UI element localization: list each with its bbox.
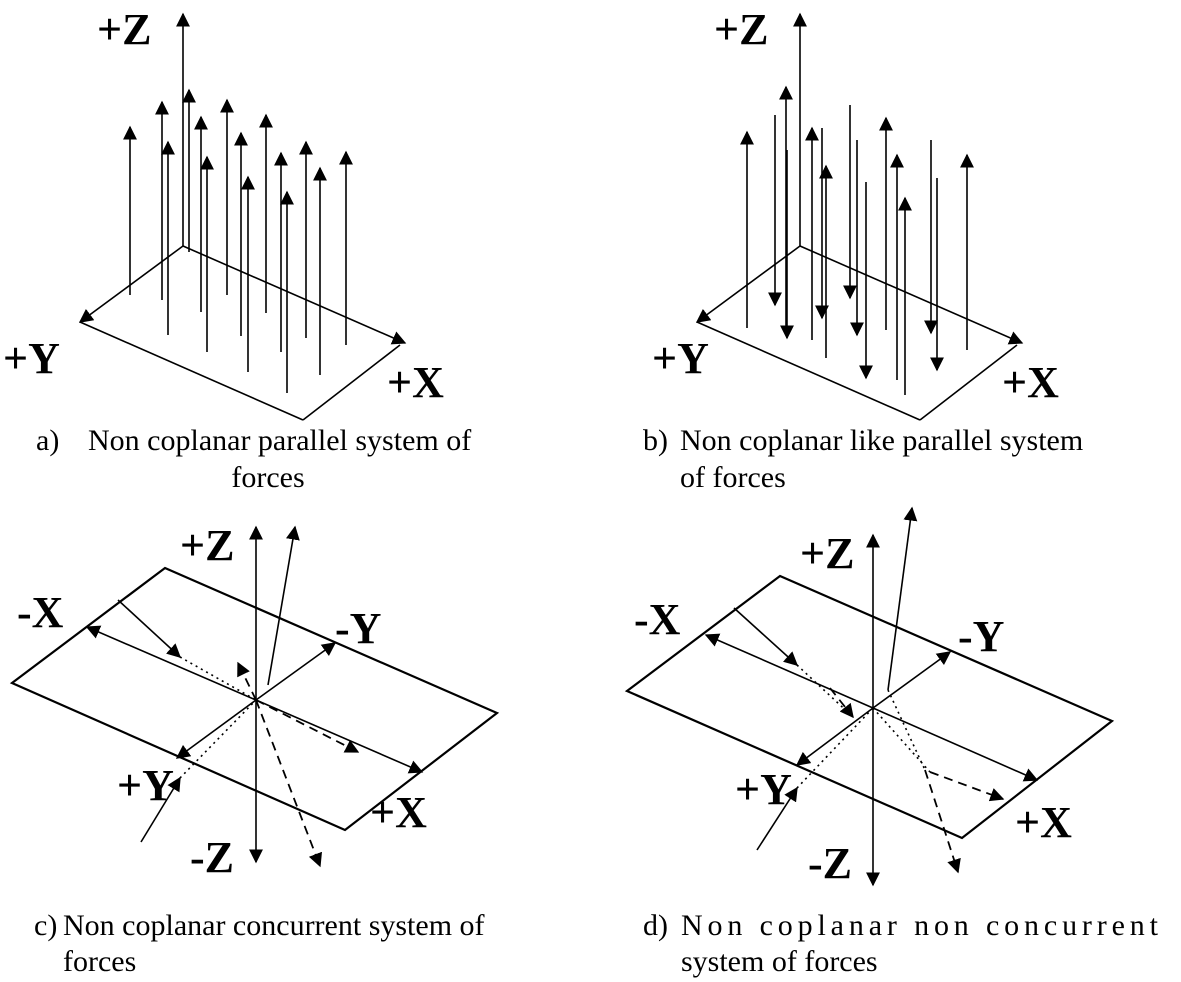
- panel-a-forces: [123, 88, 353, 393]
- axis-label-x: +X: [1002, 358, 1059, 407]
- panel-c-caption-line-2: forces: [63, 945, 136, 978]
- axis-label-x-neg: -X: [634, 595, 681, 644]
- plane-edge: [696, 321, 921, 421]
- x-axis-arrow: [799, 245, 1024, 345]
- force-line-of-action: [179, 656, 257, 701]
- force-arrow-dashed: [255, 699, 322, 868]
- panel-b: +Z +Y +X b) Non coplanar like parallel s…: [643, 5, 1083, 494]
- axis-label-z-neg: -Z: [808, 839, 852, 888]
- force-line-of-action: [872, 707, 931, 773]
- panel-b-caption-line-2: of forces: [680, 461, 786, 494]
- axis-label-y-pos: +Y: [735, 765, 792, 814]
- panel-a-caption-line-2: forces: [231, 461, 304, 494]
- x-axis-neg-arrow: [704, 633, 874, 709]
- plane-edge: [302, 344, 401, 421]
- caption-marker: d): [643, 909, 668, 942]
- axis-label-z-pos: +Z: [800, 529, 854, 578]
- plane-edge: [79, 321, 304, 421]
- panel-b-plane: [695, 12, 1024, 421]
- force-line-of-action: [796, 664, 854, 718]
- caption-line-1: Non coplanar non concurrent: [681, 909, 1159, 942]
- force-arrow-dashed: [929, 771, 1005, 802]
- panel-b-forces: [740, 85, 974, 395]
- panel-a-plane: [78, 12, 407, 421]
- force-line-of-action: [796, 707, 874, 789]
- panel-c-caption: c) Non coplanar concurrent system of: [34, 909, 485, 942]
- axis-label-y-neg: -Y: [958, 612, 1004, 661]
- y-axis-neg-arrow: [255, 642, 337, 701]
- force-arrow: [267, 525, 300, 686]
- panel-c-plane: [9, 566, 500, 832]
- caption-line-1: Non coplanar parallel system of: [88, 424, 471, 457]
- x-axis-pos-arrow: [255, 699, 424, 774]
- axis-label-x-pos: +X: [1015, 798, 1072, 847]
- caption-line-1: Non coplanar like parallel system: [680, 424, 1083, 457]
- force-arrow-dashed: [924, 769, 961, 874]
- panel-a-caption: a) Non coplanar parallel system of: [36, 424, 471, 457]
- force-line-of-action: [179, 699, 257, 779]
- caption-marker: b): [643, 424, 668, 457]
- axis-label-y-pos: +Y: [117, 761, 174, 810]
- plane-edge: [919, 344, 1018, 421]
- axis-label-y: +Y: [3, 334, 60, 383]
- y-axis-pos-arrow: [175, 699, 257, 759]
- force-arrow-dashed: [829, 687, 854, 719]
- force-arrow: [733, 607, 799, 666]
- force-arrow: [756, 786, 798, 851]
- x-axis-pos-arrow: [872, 707, 1039, 782]
- panel-d-forces: [733, 506, 1005, 874]
- panel-c: +Z -Z -X +X -Y +Y c) Non coplanar concur…: [9, 521, 500, 978]
- axis-label-z-neg: -Z: [190, 833, 234, 882]
- force-arrow: [887, 506, 918, 691]
- panel-d-plane: [624, 574, 1115, 840]
- x-axis-neg-arrow: [85, 625, 257, 701]
- axis-label-x: +X: [387, 358, 444, 407]
- caption-marker: c): [34, 909, 57, 942]
- axis-label-z: +Z: [714, 5, 768, 54]
- y-axis-neg-arrow: [872, 651, 952, 709]
- axis-label-x-neg: -X: [17, 588, 64, 637]
- axis-label-y-neg: -Y: [335, 604, 381, 653]
- panel-a: +Z +Y +X a) Non coplanar parallel system…: [3, 5, 471, 494]
- panel-c-axes: [85, 525, 424, 864]
- y-axis-arrow: [78, 245, 184, 323]
- force-line-of-action: [887, 689, 926, 771]
- force-arrow: [140, 776, 181, 843]
- force-arrow-dashed: [237, 661, 257, 701]
- panel-d: +Z -Z -X +X -Y +Y d) Non coplanar non co…: [624, 506, 1159, 978]
- axis-label-y: +Y: [652, 334, 709, 383]
- panel-b-caption: b) Non coplanar like parallel system: [643, 424, 1083, 457]
- x-axis-arrow: [182, 245, 407, 345]
- caption-marker: a): [36, 424, 59, 457]
- axis-label-z-pos: +Z: [180, 521, 234, 570]
- panel-d-caption: d) Non coplanar non concurrent: [643, 909, 1159, 942]
- y-axis-arrow: [695, 245, 801, 323]
- force-arrow: [117, 599, 182, 658]
- caption-line-1: Non coplanar concurrent system of: [63, 909, 485, 942]
- panel-d-caption-line-2: system of forces: [681, 945, 878, 978]
- axis-label-z: +Z: [97, 5, 151, 54]
- axis-label-x-pos: +X: [370, 788, 427, 837]
- panel-c-forces: [117, 525, 360, 868]
- y-axis-pos-arrow: [795, 707, 874, 766]
- force-arrow-dashed: [255, 699, 360, 753]
- panel-d-axes: [704, 533, 1039, 887]
